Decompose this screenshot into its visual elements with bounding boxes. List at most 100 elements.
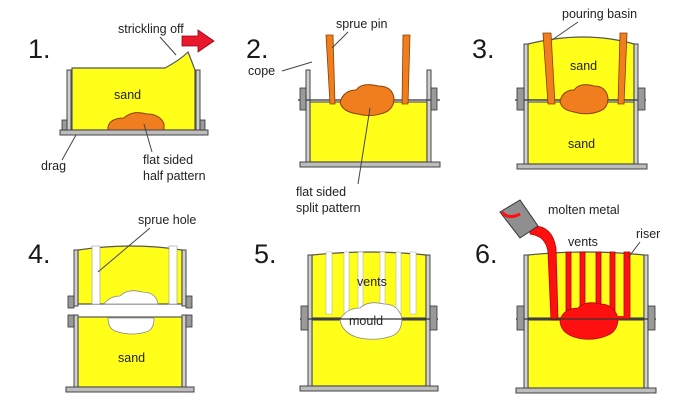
step-6-label-riser: riser (636, 227, 660, 241)
step-1-leader-strickling (159, 36, 177, 56)
step-6-riser (623, 251, 631, 319)
step-2-label-pattern: flat sided split pattern (296, 185, 361, 215)
step-6-bolt-left (516, 305, 525, 331)
step-6-leader-riser (627, 241, 641, 259)
step-4-cope-cavity (103, 290, 159, 305)
step-5-left-wall (307, 254, 313, 389)
step-5-panel: 5. vents mould (254, 239, 439, 392)
step-1-label-sand: sand (114, 88, 141, 102)
step-2-label-cope: cope (248, 64, 275, 78)
step-1-leader-drag (61, 134, 77, 161)
step-1-left-wall (66, 69, 72, 136)
step-3-label-pouring-basin: pouring basin (562, 7, 637, 21)
step-6-left-wall (523, 254, 529, 391)
step-3-sprue-pin-left (542, 32, 556, 105)
step-3-bolt-right (637, 87, 646, 111)
step-2-number: 2. (246, 34, 269, 64)
step-3-panel: 3. pouring basin sand sand (472, 7, 648, 170)
step-4-drag-left-wall (73, 314, 79, 390)
step-4-drag-bolt-left (67, 314, 75, 328)
step-2-drag-left-wall (305, 99, 311, 165)
step-2-label-pattern-line2: split pattern (296, 201, 361, 215)
step-4-label-sand: sand (118, 351, 145, 365)
step-1-base-board (59, 129, 209, 136)
step-5-vent-6 (409, 251, 417, 315)
step-2-panel: 2. sprue pin cope flat sided split patte… (246, 17, 441, 215)
step-2-leader-sprue-pin (331, 31, 349, 49)
step-4-panel: 4. sprue hole sand (28, 213, 196, 393)
step-4-base-board (65, 386, 195, 393)
step-4-number: 4. (28, 239, 51, 269)
step-2-base-board (299, 161, 441, 168)
step-4-drag-bolt-right (185, 314, 193, 328)
step-1-label-drag: drag (41, 159, 66, 173)
step-2-bolt-right (430, 87, 438, 111)
step-5-bolt-right (429, 305, 438, 331)
step-1-leader-pattern (143, 123, 153, 153)
step-3-label-sand-top: sand (570, 59, 597, 73)
step-4-cope-bolt-left (67, 295, 75, 309)
step-4-label-sprue-hole: sprue hole (138, 213, 196, 227)
step-5-base-board (299, 385, 439, 392)
step-5-label-vents: vents (357, 275, 387, 289)
step-5-bolt-left (300, 305, 309, 331)
step-2-split-pattern (339, 84, 395, 117)
step-6-base-board (515, 387, 657, 394)
step-2-label-sprue-pin: sprue pin (336, 17, 387, 31)
step-6-panel: 6. molten metal vents riser (475, 199, 660, 394)
step-6-pour-stream (529, 225, 559, 321)
step-5-mould-cavity (339, 302, 403, 340)
step-3-right-wall (633, 43, 639, 167)
step-6-vent-1 (565, 251, 572, 315)
step-6-vent-4 (609, 251, 616, 315)
step-5-vent-1 (325, 251, 333, 315)
step-3-leader-pouring-basin (551, 21, 579, 41)
step-4-cope-left-wall (73, 249, 79, 307)
step-3-number: 3. (472, 34, 495, 64)
step-2-bolt-left (299, 87, 307, 111)
step-5-right-wall (425, 254, 431, 389)
step-4-cope-bolt-right (185, 295, 193, 309)
step-4-cope-right-wall (181, 249, 187, 307)
step-3-bolt-left (516, 87, 525, 111)
step-3-sprue-pin-right (617, 32, 628, 105)
step-5-vent-5 (395, 251, 402, 315)
step-6-ladle-icon (499, 199, 539, 239)
step-6-label-vents: vents (568, 235, 598, 249)
step-2-cope-right-wall (426, 69, 432, 101)
step-1-label-pattern-line1: flat sided (143, 153, 193, 167)
step-1-bolt-left (61, 119, 68, 131)
step-1-arrow-icon (181, 29, 215, 53)
step-1-label-strickling: strickling off (118, 22, 184, 36)
step-2-sprue-pin-right (401, 34, 411, 105)
step-4-sprue-hole-right (168, 245, 178, 305)
step-6-right-wall (643, 254, 649, 391)
step-3-base-board (516, 163, 648, 170)
step-5-label-mould: mould (349, 314, 383, 328)
step-6-ladle-metal (500, 211, 521, 219)
step-4-drag-right-wall (181, 314, 187, 390)
step-1-sand (71, 50, 196, 131)
step-1-label-pattern: flat sided half pattern (143, 153, 206, 183)
step-2-leader-cope (281, 61, 313, 72)
step-2-drag-right-wall (426, 99, 432, 165)
step-5-vent-2 (343, 251, 350, 315)
step-2-cope-left-wall (305, 69, 311, 101)
step-6-bolt-right (647, 305, 656, 331)
step-5-number: 5. (254, 239, 277, 269)
step-1-label-pattern-line2: half pattern (143, 169, 206, 183)
step-1-half-pattern (107, 112, 165, 131)
step-2-label-pattern-line1: flat sided (296, 185, 346, 199)
step-4-leader-sprue-hole (97, 227, 151, 273)
step-2-sprue-pin-left (325, 34, 336, 105)
step-1-right-wall (195, 69, 201, 136)
step-3-left-wall (523, 43, 529, 167)
step-6-label-molten-metal: molten metal (548, 203, 620, 217)
step-1-number: 1. (28, 34, 51, 64)
step-1-panel: 1. strickling off sand drag flat sided h… (28, 22, 215, 183)
step-6-number: 6. (475, 239, 498, 269)
step-1-bolt-right (199, 119, 206, 131)
step-4-drag-cavity (107, 317, 155, 335)
